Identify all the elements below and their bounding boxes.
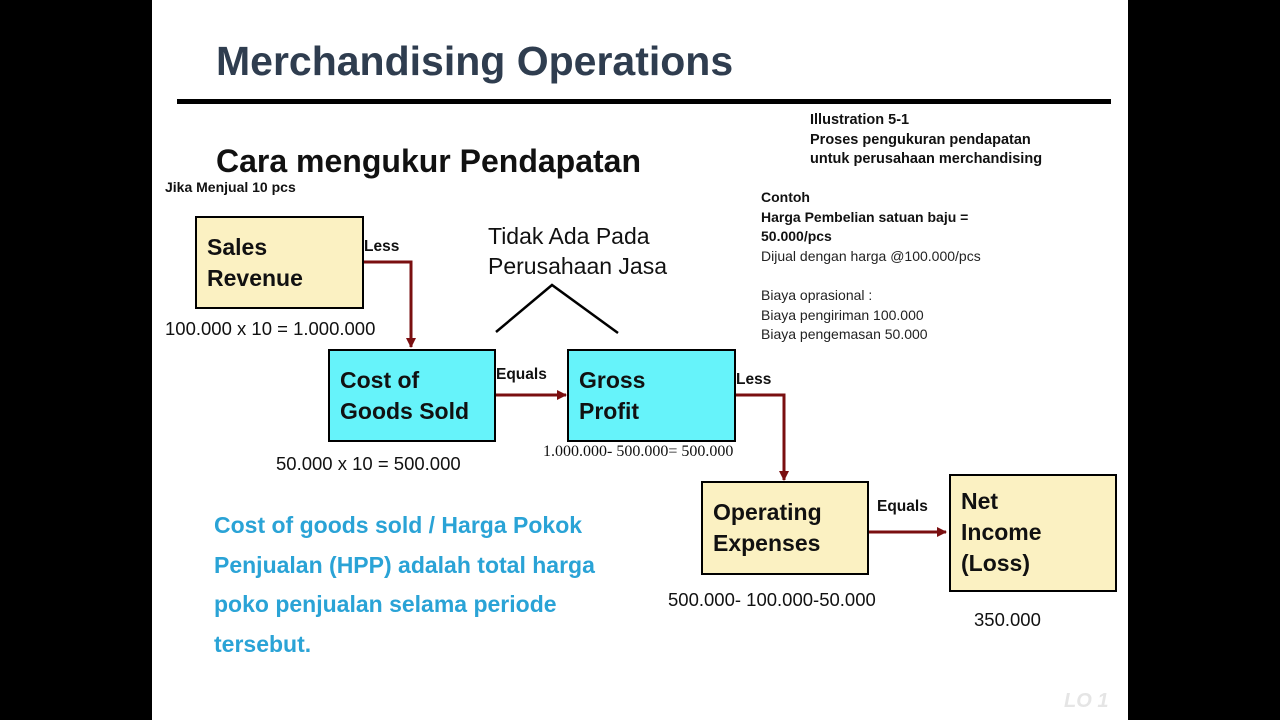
illustration-line-2: Proses pengukuran pendapatan — [810, 131, 1031, 148]
caret-pointer — [495, 283, 619, 335]
cogs-line-2: Goods Sold — [340, 398, 470, 424]
service-note-line-1: Tidak Ada Pada — [488, 223, 650, 249]
service-note-line-2: Perusahaan Jasa — [488, 253, 668, 279]
packaging-cost: Biaya pengemasan 50.000 — [761, 326, 928, 343]
sales-calculation: 100.000 x 10 = 1.000.000 — [165, 318, 376, 339]
shipping-cost: Biaya pengiriman 100.000 — [761, 306, 924, 323]
operating-expenses-line-2: Expenses — [713, 530, 821, 556]
cogs-box: Cost of Goods Sold — [328, 349, 496, 442]
gross-profit-line-1: Gross — [579, 367, 646, 393]
illustration-caption: Illustration 5-1 Proses pengukuran penda… — [810, 111, 1042, 170]
gross-profit-box: Gross Profit — [567, 349, 736, 442]
flow-connectors — [362, 260, 947, 537]
sales-revenue-line-2: Revenue — [207, 265, 303, 291]
slide-title: Merchandising Operations — [216, 38, 734, 84]
operating-calculation: 500.000- 100.000-50.000 — [668, 589, 876, 610]
equals-label-2: Equals — [877, 498, 928, 515]
slide: Merchandising Operations Illustration 5-… — [152, 0, 1128, 720]
sell-quantity-note: Jika Menjual 10 pcs — [165, 179, 296, 195]
selling-price: Dijual dengan harga @100.000/pcs — [761, 247, 981, 264]
cogs-line-1: Cost of — [340, 367, 420, 393]
operating-expenses-line-1: Operating — [713, 499, 822, 525]
arrow-gross-profit-to-operating — [735, 393, 789, 481]
arrow-sales-to-cogs — [362, 260, 416, 348]
title-divider — [177, 99, 1111, 104]
operating-expenses-box: Operating Expenses — [701, 481, 869, 575]
section-heading: Cara mengukur Pendapatan — [216, 143, 641, 179]
example-block: Contoh Harga Pembelian satuan baju = 50.… — [761, 188, 981, 345]
equals-label-1: Equals — [496, 366, 547, 383]
example-heading: Contoh — [761, 189, 810, 205]
sales-revenue-box: Sales Revenue — [195, 216, 364, 309]
purchase-price-line-2: 50.000/pcs — [761, 228, 832, 245]
net-income-line-3: (Loss) — [961, 550, 1030, 576]
cogs-definition: Cost of goods sold / Harga Pokok Penjual… — [214, 512, 595, 657]
sales-revenue-line-1: Sales — [207, 234, 268, 260]
purchase-price-line-1: Harga Pembelian satuan baju = — [761, 208, 969, 225]
less-label-2: Less — [736, 371, 772, 388]
gross-profit-calculation: 1.000.000- 500.000= 500.000 — [543, 443, 734, 460]
net-income-value: 350.000 — [974, 609, 1041, 630]
less-label-1: Less — [364, 238, 400, 255]
net-income-box: Net Income (Loss) — [949, 474, 1117, 592]
gross-profit-line-2: Profit — [579, 398, 640, 424]
operating-cost-heading: Biaya oprasional : — [761, 286, 873, 303]
illustration-number: Illustration 5-1 — [810, 112, 910, 128]
learning-objective-tag: LO 1 — [1064, 690, 1109, 712]
net-income-line-1: Net — [961, 488, 999, 514]
cogs-calculation: 50.000 x 10 = 500.000 — [276, 453, 461, 474]
net-income-line-2: Income — [961, 519, 1042, 545]
illustration-line-3: untuk perusahaan merchandising — [810, 151, 1043, 167]
service-company-note: Tidak Ada Pada Perusahaan Jasa — [488, 221, 667, 281]
